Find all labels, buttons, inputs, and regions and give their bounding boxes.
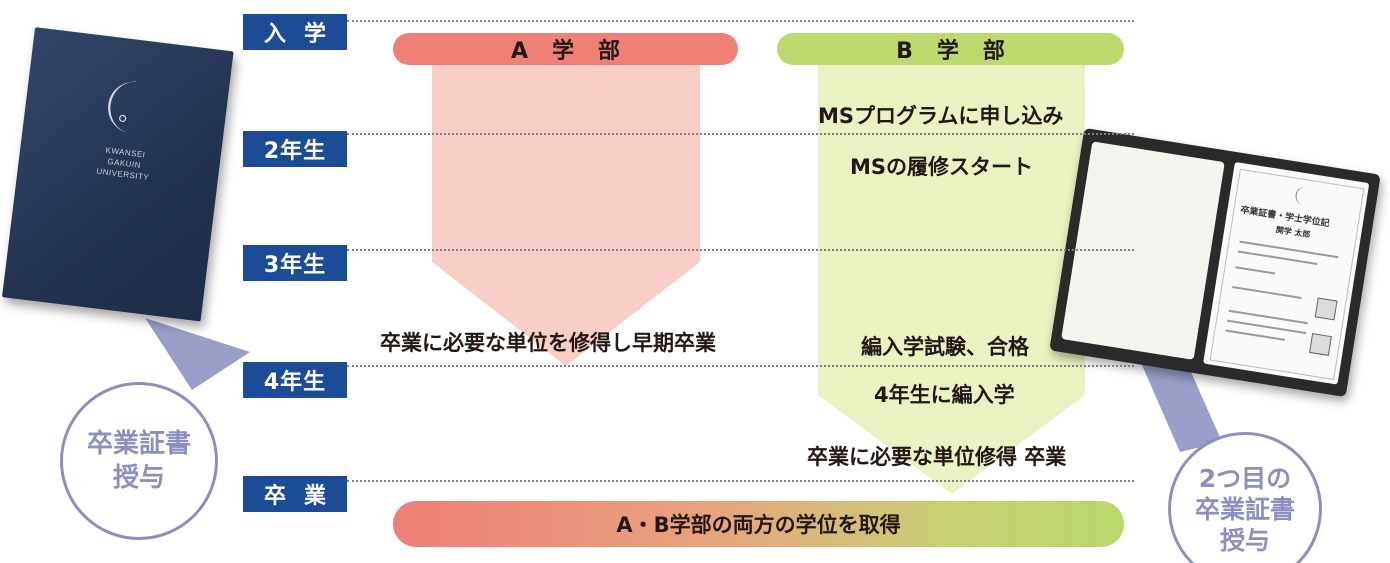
first-diploma-line2: 授与 [112, 463, 165, 493]
certificate-text-line [1239, 240, 1339, 259]
first-diploma-callout: 卒業証書 授与 [60, 382, 218, 540]
track-b-transfer-year4: 4年生に編入学 [874, 383, 1015, 407]
certificate-text-line [1232, 286, 1302, 299]
certificate-text-line [1235, 266, 1276, 275]
timeline-line-graduate [347, 480, 1134, 482]
certificate-seal [1314, 297, 1338, 321]
diploma-book-image: KWANSEI GAKUIN UNIVERSITY [0, 27, 263, 353]
crescent-moon-icon [108, 81, 138, 134]
faculty-b-arrow [818, 60, 1085, 494]
track-a-early-graduation: 卒業に必要な単位を修得し早期卒業 [380, 331, 716, 355]
track-b-ms-start: MSの履修スタート [850, 155, 1034, 179]
book-cover-text: KWANSEI GAKUIN UNIVERSITY [78, 142, 171, 186]
timeline-line-year3 [347, 249, 1134, 251]
certificate-document: 卒業証書・学士学位記 関学 太郎 [1209, 168, 1365, 381]
second-diploma-callout: 2つ目の 卒業証書 授与 [1168, 432, 1322, 563]
both-degrees-bar: A・B学部の両方の学位を取得 [393, 501, 1124, 547]
certificate-text-line [1225, 329, 1285, 341]
second-diploma-line2: 卒業証書 [1194, 494, 1295, 524]
timeline-line-enroll [347, 20, 1134, 22]
book-cover: KWANSEI GAKUIN UNIVERSITY [1, 27, 234, 322]
second-diploma-line1: 2つ目の [1198, 463, 1292, 493]
year-label-year3: 3年生 [243, 245, 347, 281]
timeline-line-year2 [347, 133, 1134, 135]
year-label-graduate: 卒業 [243, 476, 347, 512]
certificate-folder: 卒業証書・学士学位記 関学 太郎 [1049, 127, 1381, 398]
year-label-year4: 4年生 [243, 362, 347, 398]
track-b-transfer-exam: 編入学試験、合格 [861, 335, 1029, 359]
faculty-b-header: B学部 [777, 33, 1124, 65]
timeline-line-year4 [347, 365, 1134, 367]
certificate-moon-icon [1295, 187, 1306, 206]
certificate-seal [1309, 333, 1332, 356]
certificate-image: 卒業証書・学士学位記 関学 太郎 [1049, 127, 1381, 398]
certificate-right-page: 卒業証書・学士学位記 関学 太郎 [1203, 161, 1370, 385]
year-label-year2: 2年生 [243, 131, 347, 167]
year-label-enroll: 入学 [243, 14, 347, 50]
second-diploma-line3: 授与 [1219, 525, 1270, 555]
track-b-apply-ms: MSプログラムに申し込み [818, 104, 1064, 128]
certificate-name: 関学 太郎 [1275, 224, 1312, 240]
first-diploma-line1: 卒業証書 [86, 429, 191, 459]
left-callout-pointer [145, 318, 250, 390]
faculty-a-arrow [432, 60, 700, 366]
track-b-graduation: 卒業に必要な単位修得 卒業 [807, 445, 1067, 469]
faculty-a-header: A学部 [393, 33, 738, 65]
